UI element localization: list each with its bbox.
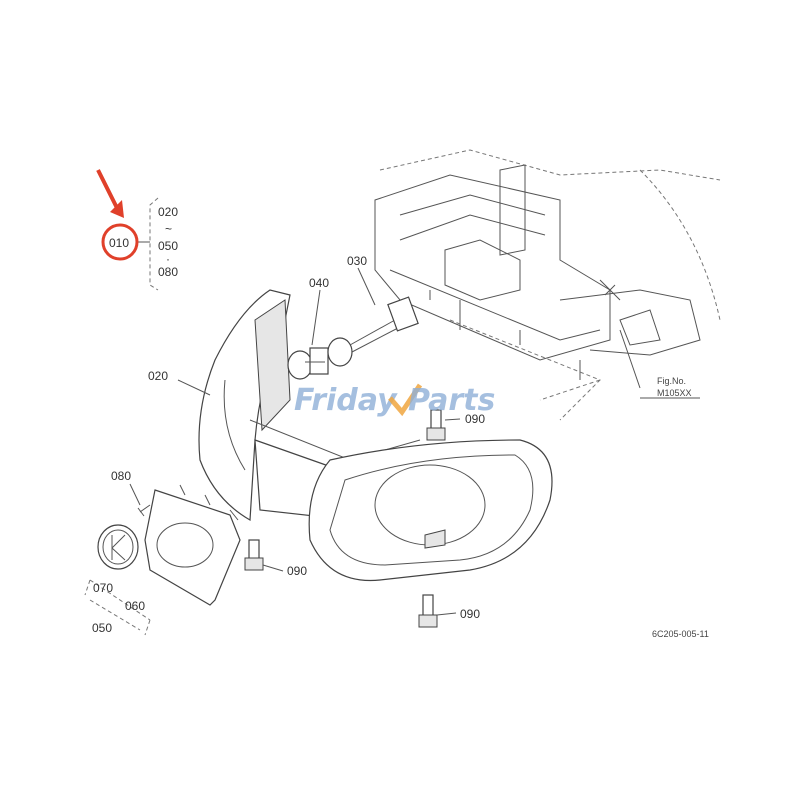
part-label: 030 — [347, 254, 367, 268]
part-label: 040 — [309, 276, 329, 290]
socket-030 — [327, 296, 419, 367]
bolt-090-c — [418, 594, 438, 628]
part-label: 090 — [465, 412, 485, 426]
callout-label: 010 — [109, 236, 129, 250]
bracket-item: · — [166, 252, 170, 266]
part-label: 090 — [287, 564, 307, 578]
bracket-item: 050 — [158, 239, 178, 253]
part-label: 090 — [460, 607, 480, 621]
part-label: 050 — [92, 621, 112, 635]
fig-ref-line2: M105XX — [657, 388, 692, 398]
watermark-check-icon — [388, 383, 423, 417]
bracket-item: 020 — [158, 205, 178, 219]
emblem-070 — [97, 524, 139, 570]
part-label: 080 — [111, 469, 131, 483]
frame-structure — [374, 149, 721, 421]
bulb-040 — [287, 347, 329, 380]
bracket-item: 080 — [158, 265, 178, 279]
bolt-090-b — [244, 539, 264, 571]
screw-080 — [137, 504, 151, 517]
watermark-text-2: Parts — [408, 383, 495, 418]
drawing-code: 6C205-005-11 — [652, 629, 709, 639]
watermark-text-1: Friday — [294, 383, 398, 418]
bolt-090-a — [426, 409, 446, 441]
part-label: 060 — [125, 599, 145, 613]
bracket-item: ~ — [165, 222, 172, 236]
part-label: 020 — [148, 369, 168, 383]
callout-010 — [96, 169, 139, 261]
part-label: 070 — [93, 581, 113, 595]
fig-ref-line1: Fig.No. — [657, 376, 686, 386]
watermark-logo: Friday Parts — [294, 383, 495, 418]
leader-lines — [84, 197, 700, 636]
bezel-060 — [144, 484, 241, 606]
headlight-lens — [308, 439, 553, 582]
